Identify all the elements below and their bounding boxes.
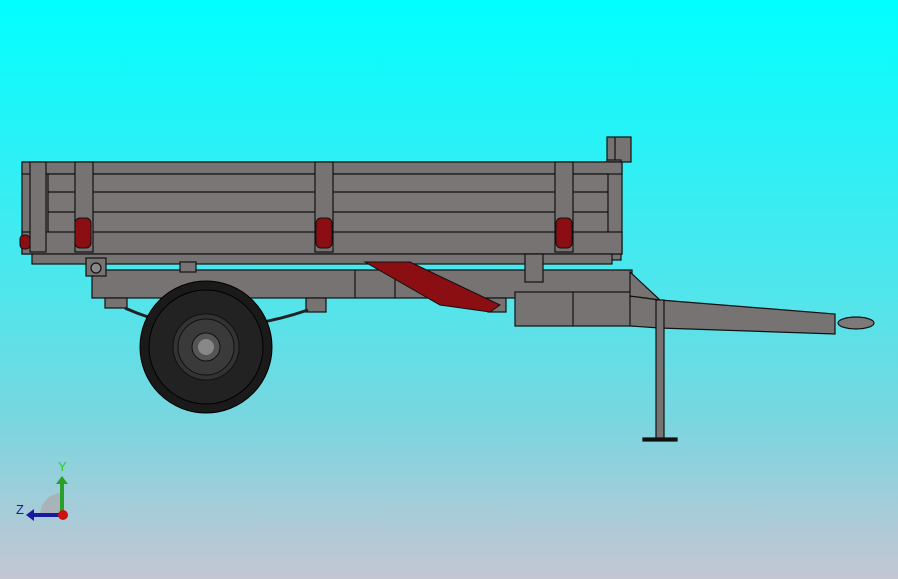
latch [315,217,333,249]
latch [74,217,92,249]
z-axis-label: Z [16,502,24,517]
latch [555,217,573,249]
jack-stand [655,299,665,441]
wheel [139,280,273,414]
coordinate-triad [26,476,68,521]
hydraulic-cylinder [363,261,501,313]
x-axis-dot [58,510,68,520]
headboard-post [606,136,632,163]
hitch-eye [837,316,875,330]
y-axis-label: Y [58,459,67,474]
